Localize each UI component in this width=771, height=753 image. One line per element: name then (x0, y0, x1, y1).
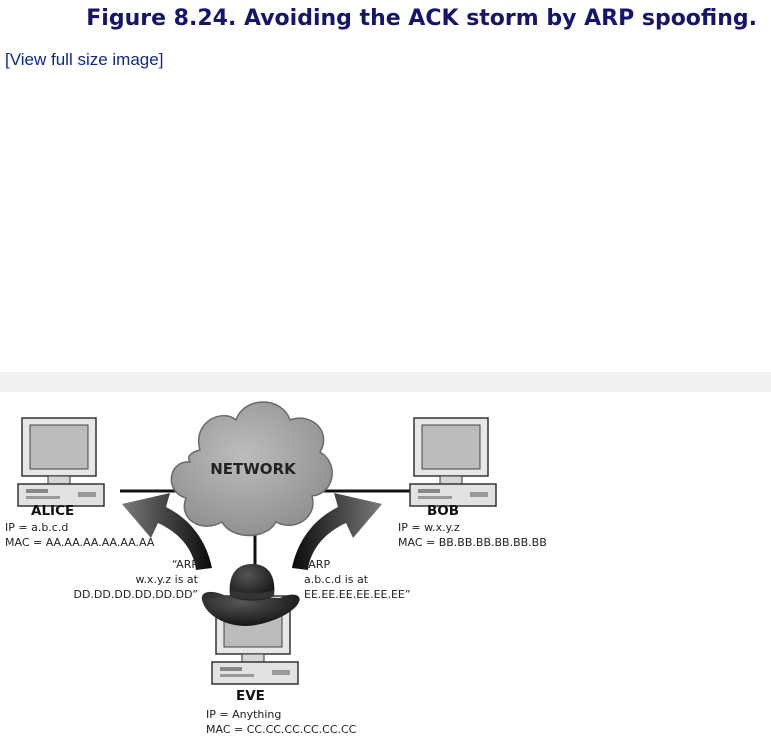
message-line: DD.DD.DD.DD.DD.DD” (73, 588, 198, 601)
arp-arrow-to-bob (292, 493, 382, 570)
image-top-strip (0, 372, 771, 392)
network-cloud-icon (170, 401, 333, 537)
message-line: “ARP (172, 558, 198, 571)
alice-name: ALICE (31, 503, 74, 519)
eve-name: EVE (236, 688, 265, 704)
bob-mac: MAC = BB.BB.BB.BB.BB.BB (398, 536, 547, 549)
message-line: EE.EE.EE.EE.EE.EE” (304, 588, 411, 601)
alice-ip: IP = a.b.c.d (5, 521, 68, 534)
arp-message-to-bob: “ARP a.b.c.d is at EE.EE.EE.EE.EE.EE” (304, 558, 411, 601)
arp-message-to-alice: “ARP w.x.y.z is at DD.DD.DD.DD.DD.DD” (73, 558, 198, 601)
message-line: “ARP (304, 558, 330, 571)
message-line: a.b.c.d is at (304, 573, 369, 586)
bob-ip: IP = w.x.y.z (398, 521, 460, 534)
figure-title: Figure 8.24. Avoiding the ACK storm by A… (86, 6, 757, 31)
bob-computer-icon (409, 417, 497, 507)
network-label: NETWORK (210, 460, 297, 478)
arp-spoofing-diagram: NETWORK ALICE IP = a.b.c.d MAC = AA.AA.A… (5, 401, 547, 736)
bob-name: BOB (427, 503, 459, 519)
arp-arrow-to-alice (122, 493, 212, 570)
message-line: w.x.y.z is at (135, 573, 198, 586)
alice-computer-icon (17, 417, 105, 507)
eve-ip: IP = Anything (206, 708, 281, 721)
view-full-size-link[interactable]: [View full size image] (5, 50, 164, 69)
alice-mac: MAC = AA.AA.AA.AA.AA.AA (5, 536, 155, 549)
eve-mac: MAC = CC.CC.CC.CC.CC.CC (206, 723, 357, 736)
black-hat-icon (201, 564, 300, 626)
